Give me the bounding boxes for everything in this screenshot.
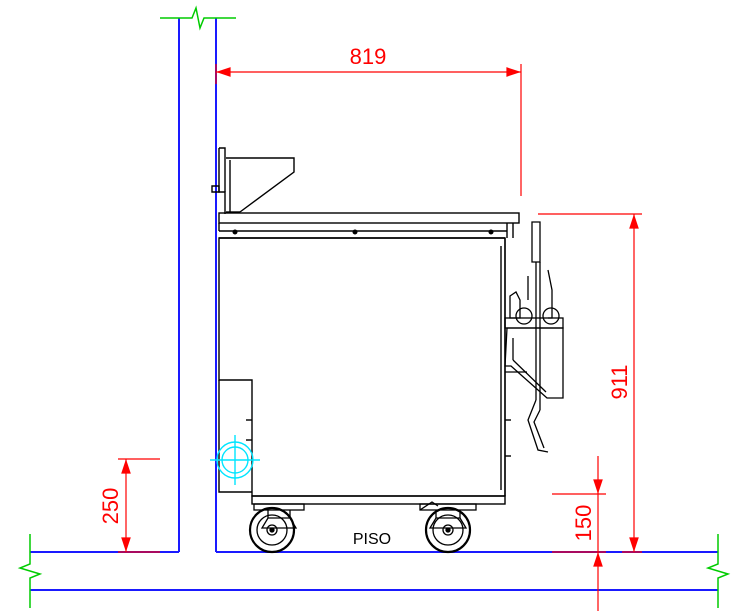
dimension-floor-clearance-label: 150 (571, 505, 596, 542)
dimension-depth (215, 64, 522, 196)
break-symbol-top (160, 5, 236, 31)
dimension-depth-label: 819 (350, 44, 387, 69)
basket-and-drain-assembly (504, 221, 564, 453)
dimension-floor-clearance (552, 456, 606, 611)
dimension-wall-height (118, 458, 160, 553)
dimension-height-label: 911 (607, 364, 632, 399)
front-caster (419, 501, 477, 554)
break-symbol-left (17, 534, 43, 608)
dimension-wall-height-label: 250 (98, 488, 123, 525)
gas-connection-symbol (210, 435, 260, 485)
fryer-equipment (211, 147, 520, 505)
rear-caster (248, 503, 305, 554)
break-symbol-right (705, 534, 731, 608)
floor-label: PISO (353, 531, 391, 548)
dimension-height (538, 213, 642, 553)
